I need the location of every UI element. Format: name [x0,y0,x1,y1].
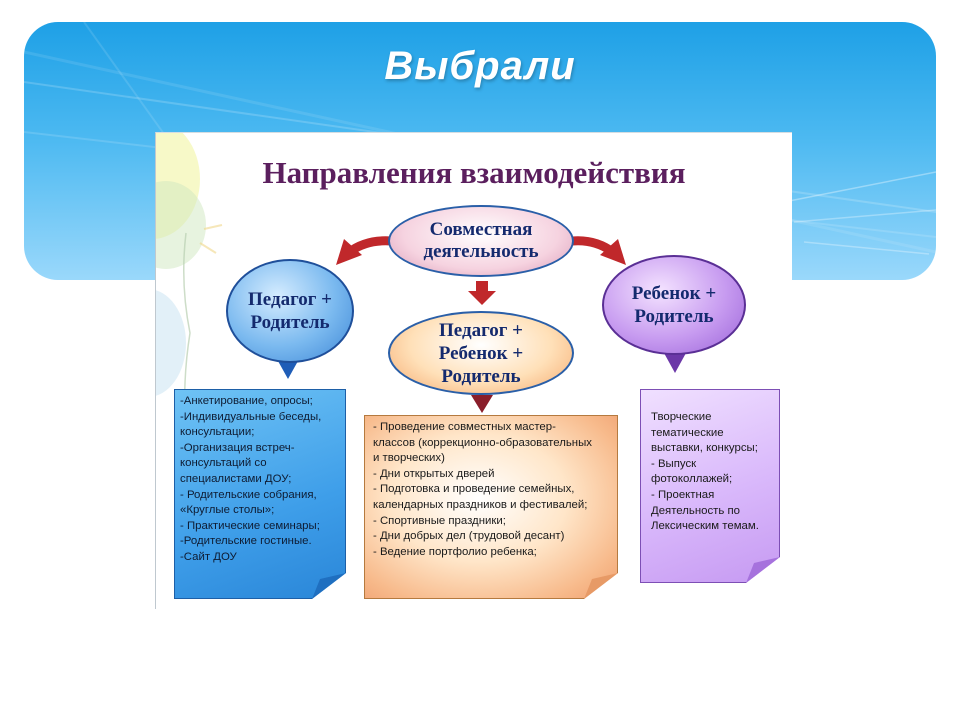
note-line: - Спортивные праздники; [373,514,506,527]
page-fold-icon [312,573,346,599]
note-line: - Выпуск [651,457,697,470]
teacher-parent-oval: Педагог + Родитель [226,259,354,363]
note-line: классов (коррекционно-образовательных [373,436,592,449]
note-line: -Родительские гостиные. [180,535,312,548]
interaction-diagram: Направления взаимодействия Совместная де… [155,132,792,609]
oval-line: Родитель [250,312,330,333]
note-line: и творческих) [373,452,445,465]
note-line: календарных праздников и фестивалей; [373,498,588,511]
note-line: Деятельность по [651,504,740,517]
oval-line: Ребенок + [631,283,717,304]
oval-line: деятельность [423,241,539,262]
note-line: -Организация встреч- [180,441,295,454]
note-line: специалистами ДОУ; [180,472,292,485]
note-line: - Подготовка и проведение семейных, [373,483,575,496]
teacher-parent-note: -Анкетирование, опросы; -Индивидуальные … [174,389,346,599]
joint-activity-oval: Совместная деятельность [388,205,574,277]
note-line: - Дни открытых дверей [373,467,495,480]
note-line: - Практические семинары; [180,519,320,532]
child-parent-note: Творческие тематические выставки, конкур… [640,389,780,583]
oval-line: Совместная [429,219,533,240]
note-line: - Проведение совместных мастер- [373,421,556,433]
page-fold-icon [746,557,780,583]
page-fold-icon [584,573,618,599]
note-line: консультации; [180,426,255,439]
note-line: выставки, конкурсы; [651,442,758,455]
note-line: тематические [651,426,724,439]
note-line: Лексическим темам. [651,520,759,533]
note-line: - Родительские собрания, [180,488,317,501]
note-line: консультаций со [180,457,267,470]
note-line: -Сайт ДОУ [180,550,237,563]
note-line: -Анкетирование, опросы; [180,395,313,407]
oval-line: Родитель [634,306,714,327]
slide-title: Выбрали [384,44,576,88]
teacher-child-parent-oval: Педагог + Ребенок + Родитель [388,311,574,395]
note-line: - Проектная [651,488,715,501]
note-line: -Индивидуальные беседы, [180,410,322,423]
note-line: - Дни добрых дел (трудовой десант) [373,530,565,543]
note-line: Творческие [651,411,712,423]
oval-line: Родитель [441,365,521,387]
diagram-title: Направления взаимодействия [262,155,686,190]
note-line: - Ведение портфолио ребенка; [373,545,537,558]
oval-line: Ребенок + [438,342,524,364]
balloons-background [156,133,223,434]
oval-line: Педагог + [248,289,332,310]
joint-activity-note: - Проведение совместных мастер- классов … [364,415,618,599]
note-line: «Круглые столы»; [180,504,275,517]
oval-line: Педагог + [439,319,523,341]
note-line: фотоколлажей; [651,473,733,486]
child-parent-oval: Ребенок + Родитель [602,255,746,355]
